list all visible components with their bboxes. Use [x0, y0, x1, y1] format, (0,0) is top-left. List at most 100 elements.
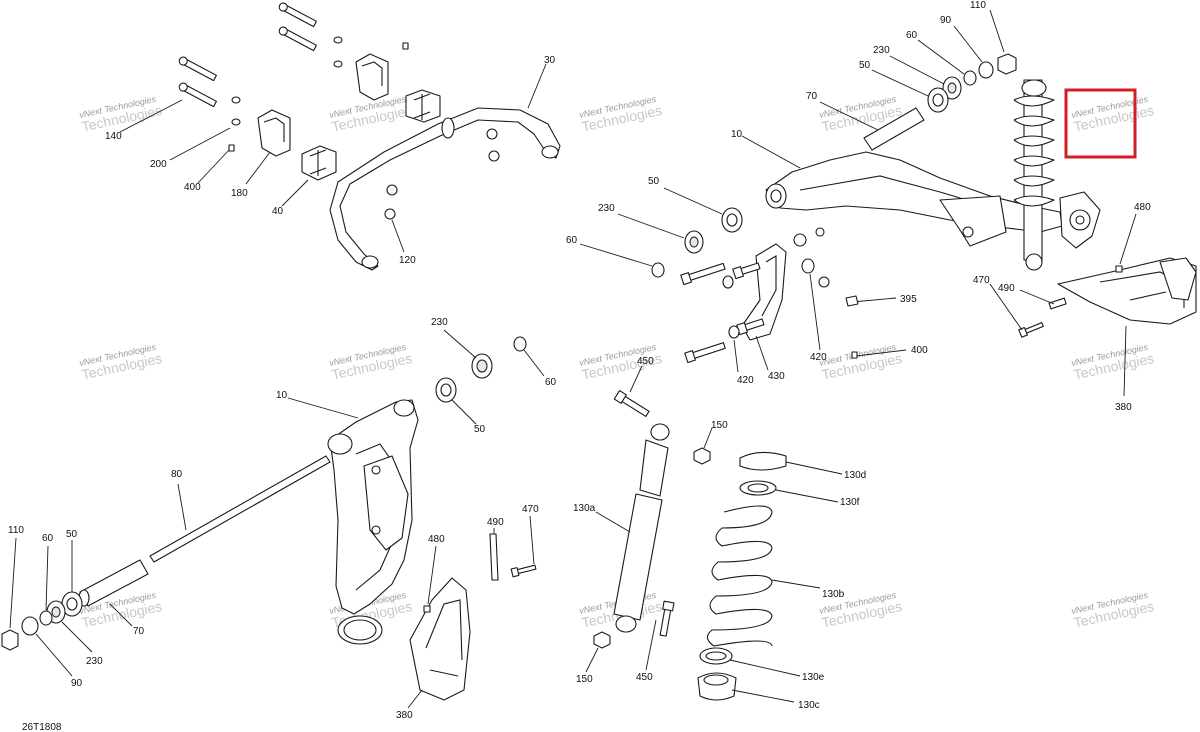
callout-label: 140	[105, 131, 122, 142]
drawing-reference: 26T1808	[22, 722, 62, 732]
callout-label: 395	[900, 294, 917, 305]
bearing-230-mid	[617, 213, 704, 254]
callout-label: 400	[184, 182, 201, 193]
callout-label: 150	[711, 420, 728, 431]
callout-label: 50	[66, 529, 78, 540]
callout-label: 90	[71, 678, 83, 689]
highlight-box	[1064, 88, 1137, 159]
callout-label: 380	[396, 710, 413, 721]
callout-label: 420	[737, 375, 754, 386]
washer-90-bottom	[21, 616, 73, 677]
callout-label: 90	[940, 15, 952, 26]
knuckle-top	[1059, 191, 1101, 249]
callout-label: 110	[8, 525, 24, 536]
callout-label: 70	[133, 626, 145, 637]
callout-label: 70	[806, 91, 818, 102]
callout-label: 180	[231, 188, 248, 199]
callout-label: 130a	[573, 503, 596, 514]
callout-label: 420	[810, 352, 827, 363]
skid-plate-380-top	[1057, 257, 1197, 397]
callout-label: 490	[487, 517, 504, 528]
bearing-230-top	[889, 55, 962, 100]
callout-label: 60	[566, 235, 578, 246]
callout-label: 130b	[822, 589, 845, 600]
callout-label: 450	[637, 356, 654, 367]
callout-label: 110	[970, 0, 986, 11]
seal-60-mid	[579, 243, 665, 278]
callout-label: 470	[522, 504, 539, 515]
leaders-420-400-395	[733, 273, 907, 373]
callout-label: 10	[731, 129, 743, 140]
bracket-180-group	[245, 53, 389, 185]
bushing-50-bottom-right	[435, 377, 477, 425]
skid-plate-380-bottom	[407, 577, 471, 709]
shock-spring-top	[1013, 79, 1055, 271]
ring-130e	[699, 647, 801, 677]
seal-60-bottom-right	[513, 336, 545, 377]
spring-130b	[706, 505, 821, 647]
callout-label: 60	[906, 30, 918, 41]
bolts-450-150	[585, 365, 713, 673]
callout-label: 230	[431, 317, 448, 328]
nut-120-group	[384, 128, 500, 253]
bushing-40-group	[281, 89, 441, 207]
callout-label: 130f	[840, 497, 860, 508]
callout-label: 130e	[802, 672, 825, 683]
sleeve-70-top	[819, 101, 925, 151]
callout-label: 230	[873, 45, 890, 56]
spring-seat-130d	[739, 451, 843, 475]
callout-label: 50	[859, 60, 871, 71]
callout-label: 10	[276, 390, 288, 401]
callout-label: 450	[636, 672, 653, 683]
callout-label: 200	[150, 159, 167, 170]
seal-60-top	[917, 39, 977, 86]
fasteners-480-490-470-top	[989, 213, 1137, 338]
bracket-430	[741, 243, 787, 371]
spring-seat-130f	[739, 480, 839, 503]
callout-label: 60	[545, 377, 557, 388]
bushing-50-mid	[663, 187, 743, 233]
bushing-50-bottom	[61, 540, 83, 617]
shock-130a	[595, 423, 670, 633]
fasteners-480-490-470-bottom	[423, 515, 537, 613]
callout-label: 130c	[798, 700, 820, 711]
bolt-140-group	[119, 2, 317, 133]
sway-bar-30	[329, 63, 561, 271]
callout-label: 230	[598, 203, 615, 214]
callout-label: 380	[1115, 402, 1132, 413]
callout-label: 400	[911, 345, 928, 356]
nut-110-bottom	[1, 537, 19, 651]
callout-label: 30	[544, 55, 556, 66]
bushing-50-top	[871, 69, 949, 113]
callout-label: 50	[648, 176, 660, 187]
callout-label: 120	[399, 255, 416, 266]
bolts-mid	[680, 227, 830, 364]
nut-400-group	[197, 42, 409, 184]
washer-90-top	[953, 25, 994, 79]
seal-60-bottom	[39, 545, 53, 626]
callout-label: 480	[1134, 202, 1151, 213]
callout-label: 480	[428, 534, 445, 545]
callout-label: 50	[474, 424, 486, 435]
callout-label: 40	[272, 206, 284, 217]
a-arm-10-top	[741, 135, 1063, 247]
callout-label: 60	[42, 533, 54, 544]
callout-label: 490	[998, 283, 1015, 294]
callout-labels: 110 90 60 230 50 70 10 30 140 200 400 18…	[8, 0, 1151, 721]
a-arm-10-bottom	[287, 397, 419, 645]
callout-label: 150	[576, 674, 593, 685]
callout-label: 230	[86, 656, 103, 667]
callout-label: 470	[973, 275, 990, 286]
long-bolt-80	[149, 455, 331, 563]
